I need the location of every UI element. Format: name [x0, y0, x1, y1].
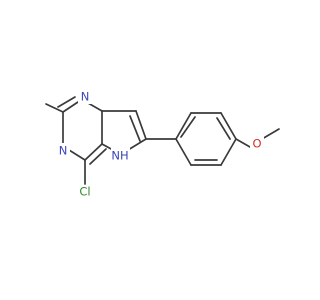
- nitrogen-atom-label-top: N: [81, 90, 90, 104]
- bond-n3-c4: [68, 149, 86, 161]
- atom-labels: N N O Cl NH: [56, 89, 264, 200]
- bond-ph1-ph2-double: [180, 116, 196, 138]
- molecule-canvas: N N O Cl NH: [45, 89, 280, 200]
- bond-ph6-ph1: [175, 138, 192, 166]
- bond-o-methyl: [261, 128, 280, 140]
- bond-c7a-n1: [87, 102, 103, 112]
- bond-c4-c4a: [84, 143, 103, 161]
- n-top-background: [78, 89, 92, 104]
- bond-c6-n5: [127, 138, 147, 151]
- nitrogen-atom-label-bottom: N: [59, 144, 68, 158]
- bond-c7-c6: [135, 110, 147, 140]
- o-background: [250, 136, 264, 151]
- chlorine-atom-label: Cl: [79, 185, 90, 199]
- bond-c4-c4a-double: [89, 148, 107, 165]
- bond-ph4-o: [235, 138, 251, 148]
- structure-diagram: N N O Cl NH: [45, 89, 280, 200]
- cl-background: [76, 185, 94, 200]
- nh-background: [111, 148, 130, 163]
- bond-c7-c6-double: [129, 115, 141, 142]
- oxygen-atom-label: O: [252, 137, 261, 151]
- n-bottom-background: [56, 143, 70, 158]
- bonds: [45, 96, 280, 185]
- bond-ph1-ph2: [175, 112, 192, 140]
- bond-n1-c2: [62, 101, 79, 113]
- bond-c2-methyl: [45, 103, 64, 113]
- bond-ph3-ph4-double: [216, 117, 231, 140]
- nh-atom-label: NH: [111, 149, 128, 163]
- bond-ph3-ph4: [220, 112, 237, 140]
- bond-n1-c2-double: [57, 96, 76, 108]
- bond-ph4-ph5: [220, 138, 237, 166]
